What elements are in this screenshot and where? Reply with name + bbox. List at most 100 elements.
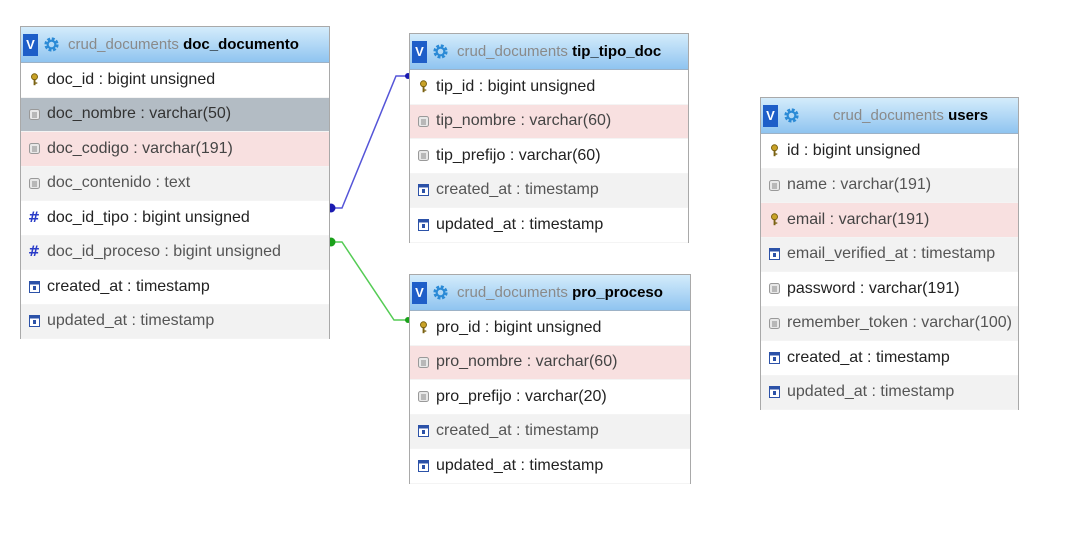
numeric-field-icon: # [28,209,40,226]
field-label: updated_at : timestamp [436,456,604,474]
field-label: updated_at : timestamp [436,215,604,233]
table-tip-tipo-doc[interactable]: V crud_documents tip_tipo_doc tip_id : b… [409,33,689,243]
field-row[interactable]: pro_prefijo : varchar(20) [410,380,690,415]
field-label: doc_id_proceso : bigint unsigned [47,243,281,261]
text-field-icon [25,143,43,155]
gear-icon[interactable] [432,284,449,301]
field-label: pro_id : bigint unsigned [436,318,602,336]
field-row[interactable]: pro_id : bigint unsigned [410,311,690,346]
key-icon [765,144,783,157]
timestamp-icon [25,280,43,293]
relation-line-pro-proceso[interactable] [332,241,410,321]
field-label: password : varchar(191) [787,279,960,297]
field-row[interactable]: updated_at : timestamp [410,208,688,243]
field-label: doc_nombre : varchar(50) [47,105,232,123]
text-field-icon [765,283,783,295]
field-label: doc_codigo : varchar(191) [47,139,233,157]
timestamp-icon [414,184,432,197]
field-row[interactable]: created_at : timestamp [21,270,329,305]
field-label: created_at : timestamp [787,348,950,366]
numeric-field-icon: # [28,244,40,261]
field-row[interactable]: updated_at : timestamp [21,304,329,339]
field-label: email_verified_at : timestamp [787,245,996,263]
timestamp-icon [414,459,432,472]
key-icon [765,213,783,226]
field-label: created_at : timestamp [436,422,599,440]
field-row[interactable]: id : bigint unsigned [761,134,1018,169]
field-label: updated_at : timestamp [787,383,955,401]
field-label: doc_id_tipo : bigint unsigned [47,208,250,226]
field-row[interactable]: remember_token : varchar(100) [761,306,1018,341]
field-row[interactable]: doc_id : bigint unsigned [21,63,329,98]
field-label: tip_id : bigint unsigned [436,77,596,95]
field-row[interactable]: created_at : timestamp [761,341,1018,376]
field-label: remember_token : varchar(100) [787,314,1012,332]
field-row[interactable]: doc_nombre : varchar(50) [21,97,329,132]
timestamp-icon [414,425,432,438]
timestamp-icon [414,218,432,231]
field-label: doc_contenido : text [47,174,191,192]
table-name: doc_documento [183,36,299,53]
database-name: crud_documents [833,107,944,124]
field-row[interactable]: email : varchar(191) [761,203,1018,238]
table-header[interactable]: V crud_documents pro_proceso [410,275,690,311]
field-label: email : varchar(191) [787,210,930,228]
gear-icon[interactable] [432,43,449,60]
relation-line-tip-tipo-doc[interactable] [332,75,410,209]
database-name: crud_documents [68,36,179,53]
field-label: tip_prefijo : varchar(60) [436,146,601,164]
table-name: pro_proceso [572,284,663,301]
field-label: created_at : timestamp [436,181,599,199]
timestamp-icon [765,386,783,399]
timestamp-icon [25,315,43,328]
timestamp-icon [765,351,783,364]
table-header[interactable]: V crud_documents users [761,98,1018,134]
collapse-toggle-button[interactable]: V [763,104,778,127]
table-header[interactable]: V crud_documents tip_tipo_doc [410,34,688,70]
text-field-icon [414,150,432,162]
field-label: pro_nombre : varchar(60) [436,353,618,371]
gear-icon[interactable] [43,36,60,53]
field-label: pro_prefijo : varchar(20) [436,387,607,405]
field-row[interactable]: email_verified_at : timestamp [761,237,1018,272]
collapse-toggle-button[interactable]: V [412,281,427,304]
table-pro-proceso[interactable]: V crud_documents pro_proceso pro_id : bi… [409,274,691,484]
table-name: tip_tipo_doc [572,43,662,60]
field-label: id : bigint unsigned [787,141,921,159]
text-field-icon [765,317,783,329]
collapse-toggle-button[interactable]: V [412,40,427,63]
field-row[interactable]: created_at : timestamp [410,414,690,449]
database-name: crud_documents [457,284,568,301]
field-label: doc_id : bigint unsigned [47,70,216,88]
field-row[interactable]: updated_at : timestamp [410,449,690,484]
table-header[interactable]: V crud_documents doc_documento [21,27,329,63]
field-row[interactable]: doc_codigo : varchar(191) [21,132,329,167]
field-row[interactable]: tip_id : bigint unsigned [410,70,688,105]
field-label: name : varchar(191) [787,176,932,194]
field-row[interactable]: password : varchar(191) [761,272,1018,307]
field-row[interactable]: # doc_id_proceso : bigint unsigned [21,235,329,270]
text-field-icon [25,108,43,120]
database-name: crud_documents [457,43,568,60]
field-row[interactable]: name : varchar(191) [761,168,1018,203]
text-field-icon [25,177,43,189]
table-doc-documento[interactable]: V crud_documents doc_documento doc_id : … [20,26,330,339]
field-row[interactable]: pro_nombre : varchar(60) [410,345,690,380]
text-field-icon [765,179,783,191]
field-row[interactable]: created_at : timestamp [410,173,688,208]
key-icon [414,321,432,334]
field-row[interactable]: doc_contenido : text [21,166,329,201]
table-users[interactable]: V crud_documents users id : bigint unsig… [760,97,1019,410]
field-label: created_at : timestamp [47,277,210,295]
table-name: users [948,107,989,124]
text-field-icon [414,356,432,368]
field-row[interactable]: # doc_id_tipo : bigint unsigned [21,201,329,236]
field-row[interactable]: tip_prefijo : varchar(60) [410,139,688,174]
field-label: updated_at : timestamp [47,312,215,330]
gear-icon[interactable] [783,107,800,124]
key-icon [414,80,432,93]
text-field-icon [414,115,432,127]
field-row[interactable]: updated_at : timestamp [761,375,1018,410]
field-row[interactable]: tip_nombre : varchar(60) [410,104,688,139]
collapse-toggle-button[interactable]: V [23,33,38,56]
